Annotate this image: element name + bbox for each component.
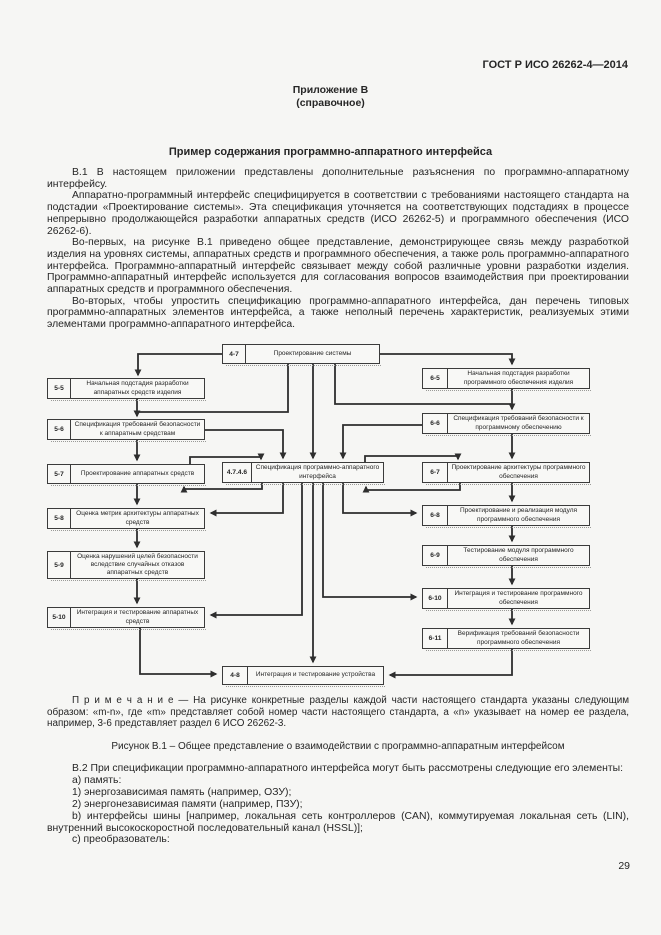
box-number: 6-7	[423, 463, 448, 482]
flowchart-box-5-9: 5-9 Оценка нарушений целей безопасности …	[47, 551, 206, 581]
figure-note: П р и м е ч а н и е — На рисунке конкрет…	[47, 695, 629, 730]
page-number: 29	[618, 860, 630, 872]
section-b2: В.2 При спецификации программно-аппаратн…	[47, 763, 629, 846]
flowchart-box-4-7-4-6: 4.7.4.6 Спецификация программно-аппаратн…	[222, 462, 385, 485]
paragraph-hsi-spec: Аппаратно-программный интерфейс специфиц…	[47, 190, 629, 237]
flowchart-box-4-7: 4-7 Проектирование системы	[222, 344, 381, 366]
box-number: 6-5	[423, 369, 448, 388]
list-item: с) преобразователь:	[72, 834, 170, 846]
flowchart-box-5-5: 5-5 Начальная подстадия разработки аппар…	[47, 378, 206, 401]
box-label: Начальная подстадия разработки аппаратны…	[86, 380, 189, 396]
appendix-type: (справочное)	[296, 97, 365, 109]
note-text: П р и м е ч а н и е — На рисунке конкрет…	[47, 695, 629, 730]
box-label: Интеграция и тестирование устройства	[255, 671, 376, 679]
paragraph-b1: В.1 В настоящем приложении представлены …	[47, 167, 629, 190]
box-number: 5-9	[48, 552, 71, 578]
box-label: Спецификация программно-аппаратного инте…	[255, 464, 380, 480]
flowchart-box-5-10: 5-10 Интеграция и тестирование аппаратны…	[47, 607, 206, 630]
box-label: Проектирование системы	[273, 349, 352, 357]
box-label: Спецификация требований безопасности к а…	[74, 421, 201, 437]
box-label: Тестирование модуля программного обеспеч…	[463, 547, 574, 563]
doc-code: ГОСТ Р ИСО 26262-4—2014	[482, 59, 628, 71]
list-item: 1) энергозависимая память (например, ОЗУ…	[72, 786, 292, 798]
box-label: Начальная подстадия разработки программн…	[463, 370, 574, 386]
box-number: 5-5	[48, 379, 71, 398]
flowchart-box-6-11: 6-11 Верификация требований безопасности…	[422, 628, 591, 651]
box-number: 5-7	[48, 465, 71, 483]
list-item: а) память:	[72, 774, 122, 786]
box-number: 5-8	[48, 509, 71, 528]
paragraph-b2-intro: В.2 При спецификации программно-аппаратн…	[72, 763, 623, 774]
box-label: Оценка нарушений целей безопасности всле…	[77, 552, 198, 577]
page-title: Пример содержания программно-аппаратного…	[168, 146, 493, 158]
list-item: b) интерфейсы шины [например, локальная …	[47, 810, 629, 834]
paragraph-first: Во-первых, на рисунке В.1 приведено обще…	[47, 237, 629, 296]
flowchart-box-6-6: 6-6 Спецификация требований безопасности…	[422, 413, 591, 436]
flowchart-box-6-7: 6-7 Проектирование архитектуры программн…	[422, 462, 591, 485]
flowchart-box-6-8: 6-8 Проектирование и реализация модуля п…	[422, 505, 591, 528]
flowchart-box-4-8: 4-8 Интеграция и тестирование устройства	[222, 666, 385, 687]
box-label: Проектирование аппаратных средств	[80, 469, 195, 477]
appendix-heading: Приложение В (справочное)	[0, 84, 661, 110]
box-label: Проектирование архитектуры программного …	[451, 464, 586, 480]
flowchart-box-6-5: 6-5 Начальная подстадия разработки прогр…	[422, 368, 591, 391]
box-label: Интеграция и тестирование программного о…	[454, 590, 583, 606]
box-label: Спецификация требований безопасности к п…	[453, 415, 584, 431]
box-label: Оценка метрик архитектуры аппаратных сре…	[76, 510, 199, 526]
box-label: Проектирование и реализация модуля прогр…	[459, 507, 578, 523]
box-number: 4-7	[223, 345, 246, 363]
box-number: 4.7.4.6	[223, 463, 252, 482]
box-number: 4-8	[223, 667, 248, 684]
intro-text: В.1 В настоящем приложении представлены …	[47, 167, 629, 331]
figure-caption: Рисунок В.1 – Общее представление о взаи…	[111, 741, 565, 752]
flowchart-box-5-6: 5-6 Спецификация требований безопасности…	[47, 419, 206, 442]
list-item: 2) энергонезависимая памяти (например, П…	[72, 798, 303, 810]
flowchart-box-5-8: 5-8 Оценка метрик архитектуры аппаратных…	[47, 508, 206, 531]
flowchart-box-6-10: 6-10 Интеграция и тестирование программн…	[422, 588, 591, 611]
box-number: 5-6	[48, 420, 71, 439]
flowchart-box-6-9: 6-9 Тестирование модуля программного обе…	[422, 545, 591, 568]
box-number: 6-11	[423, 629, 448, 648]
box-label: Верификация требований безопасности прог…	[457, 630, 580, 646]
paragraph-second: Во-вторых, чтобы упростить спецификацию …	[47, 295, 629, 331]
box-number: 6-8	[423, 506, 448, 525]
box-number: 6-9	[423, 546, 448, 565]
appendix-label: Приложение В	[292, 84, 369, 96]
box-number: 5-10	[48, 608, 71, 627]
box-number: 6-6	[423, 414, 448, 433]
box-label: Интеграция и тестирование аппаратных сре…	[76, 609, 199, 625]
box-number: 6-10	[423, 589, 448, 608]
flowchart-box-5-7: 5-7 Проектирование аппаратных средств	[47, 464, 206, 486]
